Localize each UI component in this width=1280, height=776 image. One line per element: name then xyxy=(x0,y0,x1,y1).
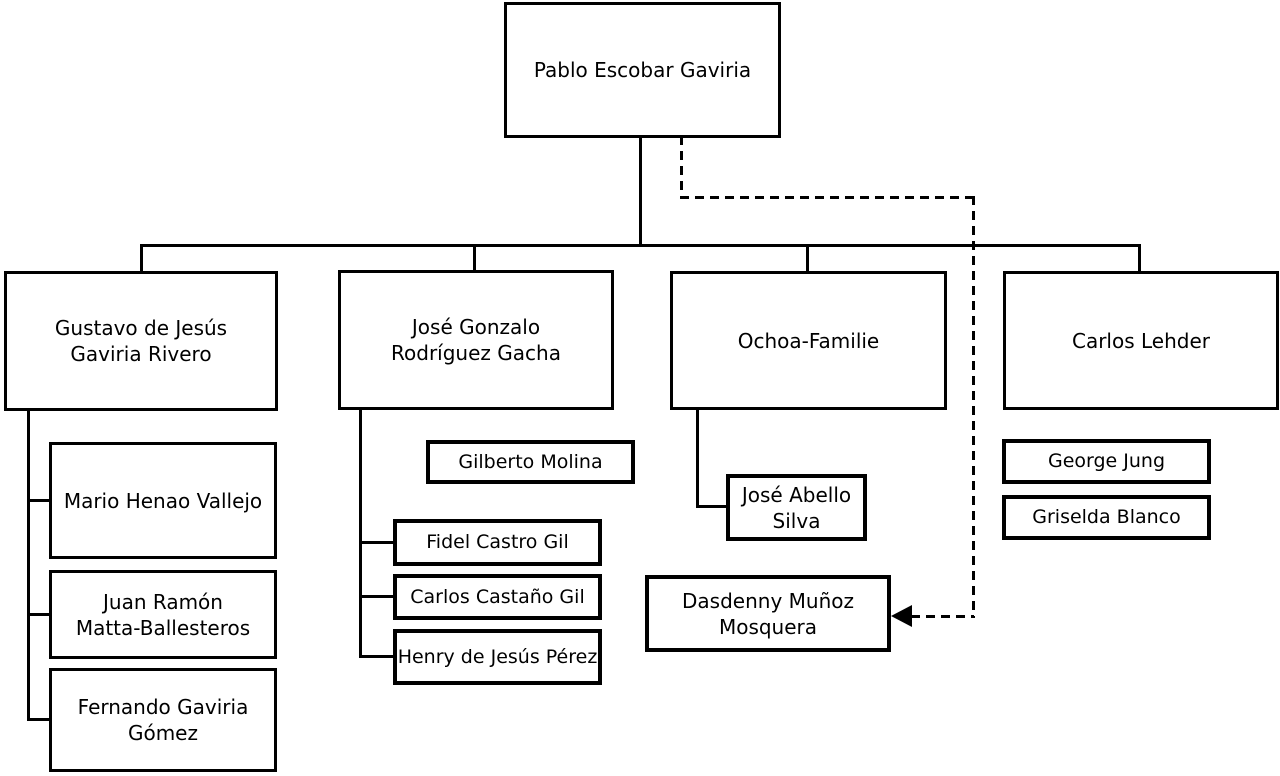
node-label: George Jung xyxy=(1047,450,1166,473)
node-label: Gilberto Molina xyxy=(458,450,603,473)
node-label: Mario Henao Vallejo xyxy=(63,488,263,513)
node-griselda-blanco: Griselda Blanco xyxy=(1002,495,1211,540)
connector-stub-juan xyxy=(27,613,49,616)
node-label: Fernando Gaviria Gómez xyxy=(77,695,249,745)
node-gilberto-molina: Gilberto Molina xyxy=(426,440,635,484)
connector-drop-ochoa xyxy=(806,244,809,272)
node-juan-matta: Juan Ramón Matta-Ballesteros xyxy=(49,570,277,659)
connector-stub-fidel xyxy=(359,541,393,544)
dashed-connector-horizontal-bottom xyxy=(911,615,974,618)
connector-rail-gustavo xyxy=(27,411,30,721)
node-label: Carlos Lehder xyxy=(1071,328,1210,353)
node-label: Gustavo de Jesús Gaviria Rivero xyxy=(54,316,228,366)
node-gustavo-gaviria: Gustavo de Jesús Gaviria Rivero xyxy=(4,271,278,411)
node-fidel-castro: Fidel Castro Gil xyxy=(393,519,602,566)
connector-stub-castano xyxy=(359,595,393,598)
connector-rail-jose-gonzalo xyxy=(359,410,362,658)
node-jose-abello: José Abello Silva xyxy=(726,474,867,541)
connector-pablo-down xyxy=(639,136,642,246)
node-carlos-castano: Carlos Castaño Gil xyxy=(393,574,602,620)
dashed-connector-vertical-top xyxy=(680,136,683,198)
node-label: Griselda Blanco xyxy=(1032,506,1181,529)
arrowhead-icon xyxy=(891,605,912,627)
node-george-jung: George Jung xyxy=(1002,439,1211,484)
node-henry-perez: Henry de Jesús Pérez xyxy=(393,629,602,685)
node-label: Pablo Escobar Gaviria xyxy=(533,58,752,82)
connector-stub-mario xyxy=(27,499,49,502)
connector-stub-abello xyxy=(696,505,726,508)
node-carlos-lehder: Carlos Lehder xyxy=(1003,271,1279,410)
node-label: Carlos Castaño Gil xyxy=(410,585,585,608)
connector-stub-henry xyxy=(359,655,393,658)
node-label: Dasdenny Muñoz Mosquera xyxy=(682,588,854,639)
node-dasdenny-mosquera: Dasdenny Muñoz Mosquera xyxy=(645,575,891,652)
dashed-connector-horizontal-top xyxy=(680,196,975,199)
node-mario-henao: Mario Henao Vallejo xyxy=(49,442,277,559)
node-label: Ochoa-Familie xyxy=(737,328,880,353)
node-jose-gonzalo: José Gonzalo Rodríguez Gacha xyxy=(338,270,614,410)
dashed-connector-vertical-right xyxy=(972,196,975,618)
node-fernando-gaviria: Fernando Gaviria Gómez xyxy=(49,668,277,772)
connector-drop-jose-gonzalo xyxy=(473,244,476,271)
connector-drop-gustavo xyxy=(140,244,143,272)
node-label: José Gonzalo Rodríguez Gacha xyxy=(391,315,561,365)
node-label: Fidel Castro Gil xyxy=(426,531,569,554)
node-pablo-escobar: Pablo Escobar Gaviria xyxy=(504,2,781,138)
connector-drop-lehder xyxy=(1138,244,1141,272)
node-ochoa-familie: Ochoa-Familie xyxy=(670,271,947,410)
connector-stub-fernando xyxy=(27,718,49,721)
connector-main-horizontal xyxy=(141,244,1141,247)
node-label: José Abello Silva xyxy=(741,482,852,533)
node-label: Henry de Jesús Pérez xyxy=(397,645,598,668)
connector-rail-ochoa xyxy=(696,410,699,508)
node-label: Juan Ramón Matta-Ballesteros xyxy=(75,589,251,640)
